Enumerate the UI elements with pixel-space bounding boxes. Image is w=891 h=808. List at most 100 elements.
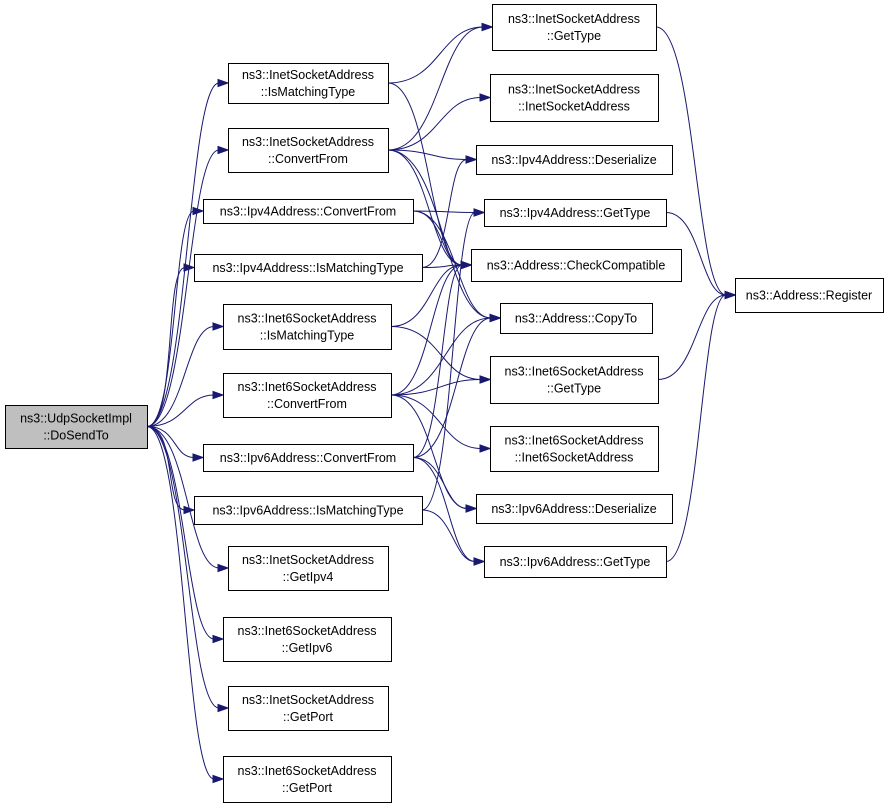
node-isv4_gettype-box: [492, 4, 657, 51]
node-v6_conv[interactable]: ns3::Ipv6Address::ConvertFrom: [203, 444, 414, 472]
node-is6_ctor[interactable]: ns3::Inet6SocketAddress::Inet6SocketAddr…: [490, 426, 659, 472]
node-isv4_ctor-label-1: ::InetSocketAddress: [518, 100, 630, 114]
node-root-box: [5, 405, 148, 449]
node-root-label-1: ::DoSendTo: [43, 429, 108, 443]
node-copyto-box: [500, 303, 653, 334]
edge-v6_match-to-v6_gettype: [421, 509, 476, 562]
edge-is6_match-to-checkcompat: [390, 264, 463, 327]
node-isv4_getport-label-0: ns3::InetSocketAddress: [242, 693, 374, 707]
node-v6_match[interactable]: ns3::Ipv6Address::IsMatchingType: [194, 496, 423, 525]
edge-is6_conv-to-is6_gettype: [390, 379, 482, 396]
node-v4_deser-label-0: ns3::Ipv4Address::Deserialize: [491, 153, 656, 167]
node-v4_match-box: [194, 254, 423, 282]
arrowhead-root-to-isv4_getport: [217, 703, 230, 713]
node-isv4_ctor-box: [490, 74, 659, 122]
node-v4_deser[interactable]: ns3::Ipv4Address::Deserialize: [476, 145, 673, 175]
node-is6_match-label-0: ns3::Inet6SocketAddress: [238, 312, 377, 326]
edge-root-to-is6_getport: [146, 426, 215, 780]
node-isv4_match[interactable]: ns3::InetSocketAddress::IsMatchingType: [228, 63, 389, 104]
node-is6_conv[interactable]: ns3::Inet6SocketAddress::ConvertFrom: [223, 373, 392, 418]
arrowhead-is6_conv-to-is6_ctor: [479, 444, 492, 453]
arrowhead-root-to-v6_conv: [192, 453, 205, 462]
node-register-label-0: ns3::Address::Register: [746, 289, 872, 303]
node-is6_conv-box: [223, 373, 392, 418]
edge-root-to-isv4_conv: [146, 149, 220, 427]
arrowhead-v6_conv-to-copyto: [489, 313, 502, 323]
node-v6_match-label-0: ns3::Ipv6Address::IsMatchingType: [212, 504, 403, 518]
node-is6_ctor-label-1: ::Inet6SocketAddress: [515, 451, 634, 465]
node-checkcompat-label-0: ns3::Address::CheckCompatible: [487, 259, 666, 273]
node-register-box: [735, 278, 884, 313]
node-v4_conv[interactable]: ns3::Ipv4Address::ConvertFrom: [203, 199, 414, 224]
edge-v4_gettype-to-register: [665, 212, 727, 296]
edge-root-to-v4_match: [146, 267, 186, 427]
edge-v6_conv-to-v6_deser: [412, 457, 468, 509]
arrowhead-root-to-isv4_getipv4: [217, 563, 230, 573]
node-v4_match[interactable]: ns3::Ipv4Address::IsMatchingType: [194, 254, 423, 282]
arrowhead-isv4_conv-to-isv4_ctor: [479, 93, 492, 102]
edge-is6_gettype-to-register: [657, 294, 727, 380]
arrowhead-root-to-isv4_conv: [217, 145, 230, 155]
node-v6_deser-label-0: ns3::Ipv6Address::Deserialize: [491, 502, 656, 516]
node-is6_match-label-1: ::IsMatchingType: [260, 329, 355, 343]
node-is6_getport-label-0: ns3::Inet6SocketAddress: [238, 764, 377, 778]
arrowhead-root-to-isv4_match: [217, 78, 230, 88]
node-v6_deser-box: [476, 494, 673, 524]
node-isv4_gettype[interactable]: ns3::InetSocketAddress::GetType: [492, 4, 657, 51]
node-copyto[interactable]: ns3::Address::CopyTo: [500, 303, 653, 334]
node-isv4_match-label-0: ns3::InetSocketAddress: [242, 68, 374, 82]
edge-v6_conv-to-copyto: [412, 317, 492, 458]
node-is6_getipv6-box: [223, 617, 392, 662]
node-isv4_getipv4[interactable]: ns3::InetSocketAddress::GetIpv4: [228, 546, 389, 591]
node-isv4_getport[interactable]: ns3::InetSocketAddress::GetPort: [228, 686, 389, 731]
node-isv4_getport-box: [228, 686, 389, 731]
node-root[interactable]: ns3::UdpSocketImpl::DoSendTo: [5, 405, 148, 449]
node-is6_getipv6-label-1: ::GetIpv6: [282, 641, 333, 655]
node-checkcompat[interactable]: ns3::Address::CheckCompatible: [471, 249, 682, 282]
edge-is6_conv-to-checkcompat: [390, 264, 463, 396]
edge-isv4_conv-to-checkcompat: [387, 149, 463, 266]
node-isv4_gettype-label-1: ::GetType: [547, 29, 601, 43]
edge-isv4_conv-to-v4_deser: [387, 149, 468, 160]
arrowhead-v6_match-to-v4_gettype: [473, 208, 486, 217]
edge-root-to-is6_conv: [146, 394, 215, 427]
edge-v4_match-to-v4_deser: [421, 159, 468, 268]
edge-v6_gettype-to-register: [665, 294, 727, 562]
edge-v6_match-to-v4_gettype: [421, 212, 476, 511]
node-v4_match-label-0: ns3::Ipv4Address::IsMatchingType: [212, 261, 403, 275]
edge-root-to-isv4_getport: [146, 426, 220, 709]
node-is6_match[interactable]: ns3::Inet6SocketAddress::IsMatchingType: [223, 304, 392, 350]
arrowhead-root-to-v4_match: [183, 263, 196, 272]
edge-is6_conv-to-copyto: [390, 317, 492, 396]
node-is6_gettype-box: [490, 356, 659, 404]
node-register[interactable]: ns3::Address::Register: [735, 278, 884, 313]
arrowhead-v6_match-to-v6_gettype: [473, 557, 486, 566]
arrowhead-v6_conv-to-v6_deser: [465, 504, 478, 513]
node-is6_getport[interactable]: ns3::Inet6SocketAddress::GetPort: [223, 756, 392, 803]
node-v4_conv-label-0: ns3::Ipv4Address::ConvertFrom: [220, 205, 396, 219]
node-root-label-0: ns3::UdpSocketImpl: [20, 412, 132, 426]
node-is6_gettype-label-0: ns3::Inet6SocketAddress: [505, 365, 644, 379]
node-v6_gettype[interactable]: ns3::Ipv6Address::GetType: [484, 546, 667, 578]
arrowhead-isv4_conv-to-isv4_gettype: [481, 22, 494, 32]
node-is6_getipv6-label-0: ns3::Inet6SocketAddress: [238, 624, 377, 638]
node-v6_deser[interactable]: ns3::Ipv6Address::Deserialize: [476, 494, 673, 524]
node-isv4_conv[interactable]: ns3::InetSocketAddress::ConvertFrom: [228, 128, 389, 173]
node-isv4_ctor[interactable]: ns3::InetSocketAddress::InetSocketAddres…: [490, 74, 659, 122]
node-v4_gettype-label-0: ns3::Ipv4Address::GetType: [500, 206, 651, 220]
edge-root-to-v4_conv: [146, 210, 195, 427]
node-is6_ctor-box: [490, 426, 659, 472]
arrowhead-v6_gettype-to-register: [724, 290, 737, 300]
edge-is6_match-to-is6_gettype: [390, 326, 482, 380]
node-is6_conv-label-1: ::ConvertFrom: [267, 397, 347, 411]
node-v4_gettype[interactable]: ns3::Ipv4Address::GetType: [484, 199, 667, 227]
node-is6_gettype[interactable]: ns3::Inet6SocketAddress::GetType: [490, 356, 659, 404]
edge-v6_conv-to-v6_gettype: [412, 457, 476, 562]
node-is6_getipv6[interactable]: ns3::Inet6SocketAddress::GetIpv6: [223, 617, 392, 662]
node-v6_conv-label-0: ns3::Ipv6Address::ConvertFrom: [220, 451, 396, 465]
node-isv4_ctor-label-0: ns3::InetSocketAddress: [508, 83, 640, 97]
node-isv4_getport-label-1: ::GetPort: [283, 710, 334, 724]
node-is6_ctor-label-0: ns3::Inet6SocketAddress: [505, 434, 644, 448]
node-v4_conv-box: [203, 199, 414, 224]
node-isv4_getipv4-label-1: ::GetIpv4: [283, 570, 334, 584]
